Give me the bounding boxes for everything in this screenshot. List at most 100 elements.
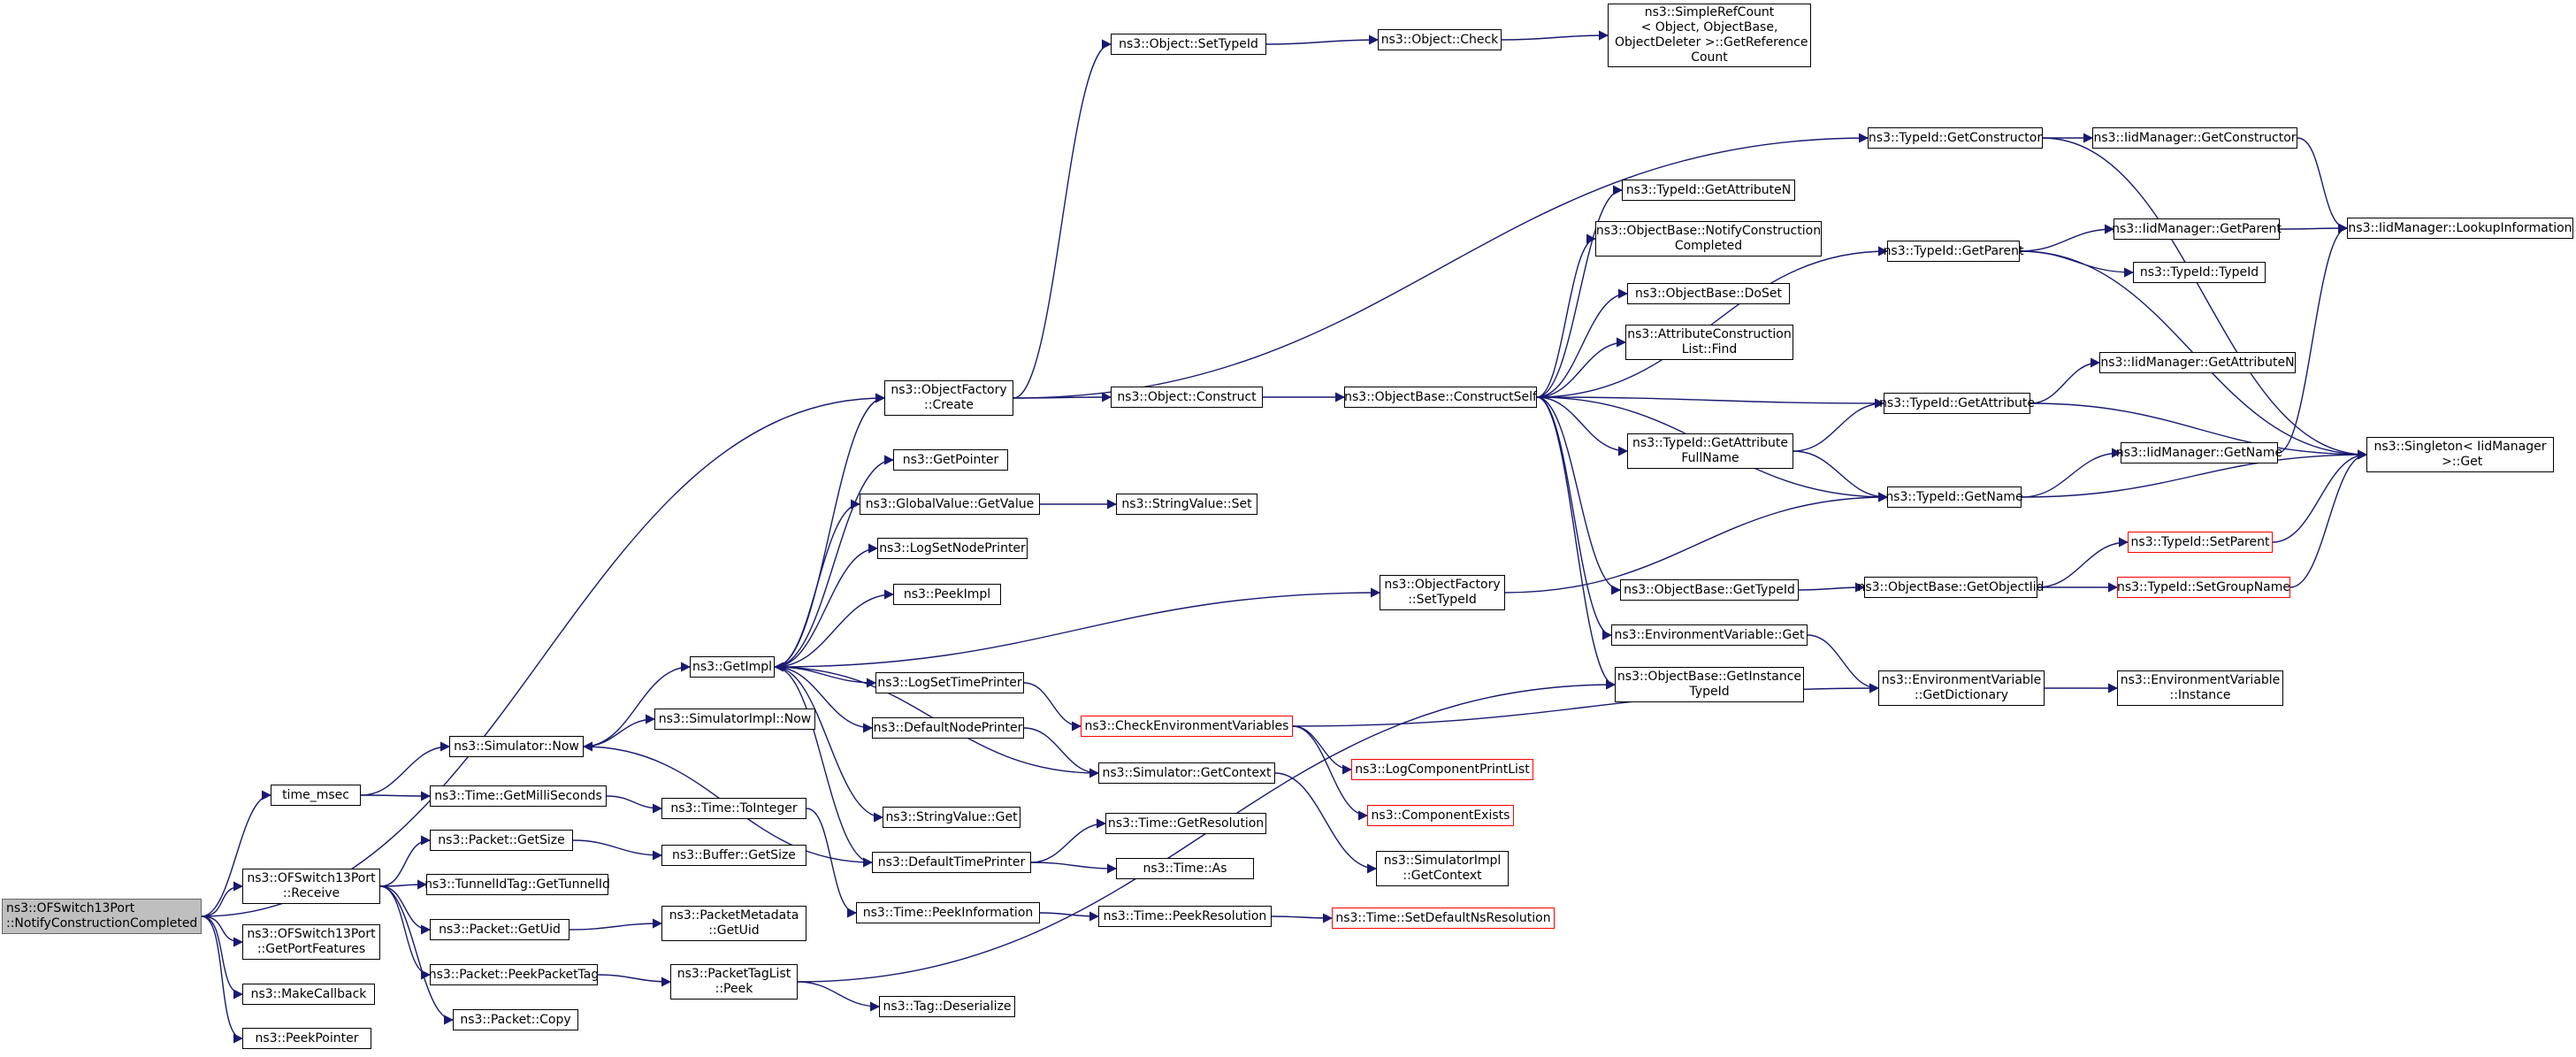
edge-defaultnodeprinter-to-simulator_getcontext bbox=[1023, 727, 1100, 778]
edge-objectbase_constructself-to-typeid_getattributen bbox=[1536, 185, 1624, 398]
node-iid-manager-get-parent[interactable]: ns3::IidManager::GetParent bbox=[2112, 218, 2282, 240]
node-type-id-get-parent[interactable]: ns3::TypeId::GetParent bbox=[1884, 241, 2023, 262]
node-packet-metadata-get-uid[interactable]: ns3::PacketMetadata ::GetUid bbox=[661, 906, 806, 941]
edge-time_peekresolution-to-time_setdefaultnsresolution bbox=[1271, 913, 1334, 923]
edge-object_check-to-simplerefcount bbox=[1501, 30, 1609, 41]
node-packet-tag-list-peek[interactable]: ns3::PacketTagList ::Peek bbox=[670, 964, 798, 1000]
node-simulator-impl-now[interactable]: ns3::SimulatorImpl::Now bbox=[654, 708, 815, 730]
node-time-set-default-ns-resolution[interactable]: ns3::Time::SetDefaultNsResolution bbox=[1332, 908, 1555, 929]
node-log-component-print-list[interactable]: ns3::LogComponentPrintList bbox=[1351, 759, 1533, 780]
edge-object_settypeid-to-object_check bbox=[1265, 34, 1380, 45]
node-ofswitch13port-receive[interactable]: ns3::OFSwitch13Port ::Receive bbox=[242, 869, 380, 904]
edge-objectfactory_create-to-typeid_getconstructor bbox=[1013, 133, 1869, 399]
node-tunnel-id-tag-get-tunnel-id[interactable]: ns3::TunnelIdTag::GetTunnelId bbox=[424, 874, 610, 895]
node-string-value-set[interactable]: ns3::StringValue::Set bbox=[1116, 494, 1257, 515]
node-default-time-printer[interactable]: ns3::DefaultTimePrinter bbox=[872, 852, 1031, 873]
node-time-as[interactable]: ns3::Time::As bbox=[1116, 858, 1254, 879]
node-string-value-get[interactable]: ns3::StringValue::Get bbox=[883, 807, 1020, 828]
edge-packettaglist_peek-to-tag_deserialize bbox=[797, 981, 881, 1012]
node-peek-impl[interactable]: ns3::PeekImpl bbox=[893, 584, 1001, 605]
edge-receive-to-tunnelidtag bbox=[379, 879, 428, 890]
edge-iidmanager_getname-to-iidmanager_lookupinformation bbox=[2277, 223, 2349, 454]
edge-getimpl-to-peekimpl bbox=[774, 589, 895, 668]
node-simulator-get-context[interactable]: ns3::Simulator::GetContext bbox=[1098, 762, 1275, 784]
node-type-id-get-constructor[interactable]: ns3::TypeId::GetConstructor bbox=[1868, 127, 2043, 149]
node-type-id-set-group-name[interactable]: ns3::TypeId::SetGroupName bbox=[2117, 577, 2290, 598]
node-time-peek-information[interactable]: ns3::Time::PeekInformation bbox=[856, 902, 1040, 923]
node-packet-get-uid[interactable]: ns3::Packet::GetUid bbox=[430, 919, 569, 940]
node-packet-copy[interactable]: ns3::Packet::Copy bbox=[453, 1009, 578, 1030]
node-object-base-get-type-id[interactable]: ns3::ObjectBase::GetTypeId bbox=[1620, 579, 1799, 601]
node-simulator-now[interactable]: ns3::Simulator::Now bbox=[449, 736, 584, 757]
node-time-get-milliseconds[interactable]: ns3::Time::GetMilliSeconds bbox=[430, 785, 607, 807]
node-get-port-features[interactable]: ns3::OFSwitch13Port ::GetPortFeatures bbox=[242, 924, 380, 960]
edge-getimpl-to-defaulttimeprinter bbox=[774, 666, 874, 868]
node-type-id-get-name[interactable]: ns3::TypeId::GetName bbox=[1885, 486, 2023, 508]
node-time-get-resolution[interactable]: ns3::Time::GetResolution bbox=[1105, 813, 1266, 834]
node-type-id-set-parent[interactable]: ns3::TypeId::SetParent bbox=[2128, 532, 2273, 553]
edge-time_msec-to-simulator_now bbox=[360, 741, 451, 796]
node-time-peek-resolution[interactable]: ns3::Time::PeekResolution bbox=[1098, 906, 1272, 927]
node-notify-construction-completed[interactable]: ns3::OFSwitch13Port ::NotifyConstruction… bbox=[2, 899, 202, 934]
node-environment-variable-get-dictionary[interactable]: ns3::EnvironmentVariable ::GetDictionary bbox=[1878, 670, 2045, 706]
node-log-set-time-printer[interactable]: ns3::LogSetTimePrinter bbox=[875, 672, 1024, 693]
edge-root-to-peekpointer bbox=[201, 915, 244, 1044]
node-object-base-get-instance-type-id[interactable]: ns3::ObjectBase::GetInstance TypeId bbox=[1615, 667, 1804, 702]
node-time-to-integer[interactable]: ns3::Time::ToInteger bbox=[661, 798, 806, 819]
node-singleton-iid-manager-get[interactable]: ns3::Singleton< IidManager >::Get bbox=[2366, 437, 2554, 472]
edge-typeid_setparent-to-singleton_get bbox=[2272, 449, 2368, 543]
node-environment-variable-get[interactable]: ns3::EnvironmentVariable::Get bbox=[1611, 624, 1808, 646]
node-peek-pointer[interactable]: ns3::PeekPointer bbox=[242, 1028, 371, 1049]
node-get-pointer[interactable]: ns3::GetPointer bbox=[893, 449, 1008, 471]
node-iid-manager-get-attribute-n[interactable]: ns3::IidManager::GetAttributeN bbox=[2099, 352, 2296, 373]
node-tag-deserialize[interactable]: ns3::Tag::Deserialize bbox=[879, 996, 1015, 1017]
node-object-check[interactable]: ns3::Object::Check bbox=[1378, 29, 1502, 50]
edge-typeid_setgroupname-to-singleton_get bbox=[2289, 449, 2368, 588]
node-object-construct[interactable]: ns3::Object::Construct bbox=[1111, 387, 1263, 408]
node-simulator-impl-get-context[interactable]: ns3::SimulatorImpl ::GetContext bbox=[1376, 851, 1509, 886]
node-packet-peek-packet-tag[interactable]: ns3::Packet::PeekPacketTag bbox=[429, 964, 599, 985]
node-type-id-get-attribute[interactable]: ns3::TypeId::GetAttribute bbox=[1879, 393, 2035, 414]
edge-packet_peekpackettag-to-packettaglist_peek bbox=[597, 974, 672, 987]
node-type-id-constructor[interactable]: ns3::TypeId::TypeId bbox=[2133, 262, 2266, 283]
node-object-base-notify-construction-completed[interactable]: ns3::ObjectBase::NotifyConstruction Comp… bbox=[1595, 221, 1822, 257]
node-attribute-construction-list-find[interactable]: ns3::AttributeConstruction List::Find bbox=[1625, 325, 1793, 360]
node-type-id-get-attribute-full-name[interactable]: ns3::TypeId::GetAttribute FullName bbox=[1627, 433, 1793, 469]
edge-typeid_getconstructor-to-singleton_get bbox=[2042, 137, 2368, 460]
edge-time_peekinformation-to-time_peekresolution bbox=[1039, 911, 1100, 922]
edge-root-to-receive bbox=[201, 881, 244, 917]
node-packet-get-size[interactable]: ns3::Packet::GetSize bbox=[430, 830, 573, 851]
node-component-exists[interactable]: ns3::ComponentExists bbox=[1367, 805, 1514, 826]
node-get-impl[interactable]: ns3::GetImpl bbox=[690, 656, 775, 678]
edge-receive-to-packet_getsize bbox=[379, 835, 432, 887]
node-object-factory-set-type-id[interactable]: ns3::ObjectFactory ::SetTypeId bbox=[1380, 575, 1505, 610]
edge-simulator_getcontext-to-simulatorimpl_getcontext bbox=[1274, 772, 1378, 874]
edge-getimpl-to-defaultnodeprinter bbox=[774, 666, 874, 733]
node-buffer-get-size[interactable]: ns3::Buffer::GetSize bbox=[661, 845, 806, 866]
edge-typeid_getattributefullname-to-typeid_getattribute bbox=[1792, 398, 1885, 452]
node-default-node-printer[interactable]: ns3::DefaultNodePrinter bbox=[872, 717, 1024, 739]
node-type-id-get-attribute-n[interactable]: ns3::TypeId::GetAttributeN bbox=[1622, 180, 1795, 201]
edge-getimpl-to-getpointer bbox=[774, 455, 895, 668]
node-object-base-do-set[interactable]: ns3::ObjectBase::DoSet bbox=[1627, 283, 1790, 304]
node-object-base-construct-self[interactable]: ns3::ObjectBase::ConstructSelf bbox=[1344, 387, 1537, 408]
node-object-set-type-id[interactable]: ns3::Object::SetTypeId bbox=[1111, 34, 1266, 55]
edge-objectbase_constructself-to-typeid_getattributefullname bbox=[1536, 396, 1629, 456]
node-environment-variable-instance[interactable]: ns3::EnvironmentVariable ::Instance bbox=[2117, 670, 2283, 706]
node-time-msec[interactable]: time_msec bbox=[271, 785, 361, 806]
node-object-factory-create[interactable]: ns3::ObjectFactory ::Create bbox=[884, 380, 1013, 416]
edge-root-to-time_msec bbox=[201, 790, 272, 917]
edge-objectbase_constructself-to-objectbase_getinstancetypeid bbox=[1536, 396, 1617, 690]
node-object-base-get-object-iid[interactable]: ns3::ObjectBase::GetObjectIid bbox=[1857, 577, 2045, 598]
node-iid-manager-get-constructor[interactable]: ns3::IidManager::GetConstructor bbox=[2092, 127, 2297, 149]
edge-objectbase_gettypeid-to-objectbase_getobjectiid bbox=[1798, 582, 1866, 593]
node-simple-ref-count-get-reference-count[interactable]: ns3::SimpleRefCount < Object, ObjectBase… bbox=[1608, 4, 1811, 67]
node-global-value-get-value[interactable]: ns3::GlobalValue::GetValue bbox=[860, 494, 1040, 515]
node-iid-manager-lookup-information[interactable]: ns3::IidManager::LookupInformation bbox=[2347, 218, 2573, 239]
node-make-callback[interactable]: ns3::MakeCallback bbox=[242, 984, 375, 1005]
node-check-environment-variables[interactable]: ns3::CheckEnvironmentVariables bbox=[1081, 716, 1293, 737]
node-iid-manager-get-name[interactable]: ns3::IidManager::GetName bbox=[2116, 442, 2282, 463]
node-log-set-node-printer[interactable]: ns3::LogSetNodePrinter bbox=[877, 538, 1028, 559]
